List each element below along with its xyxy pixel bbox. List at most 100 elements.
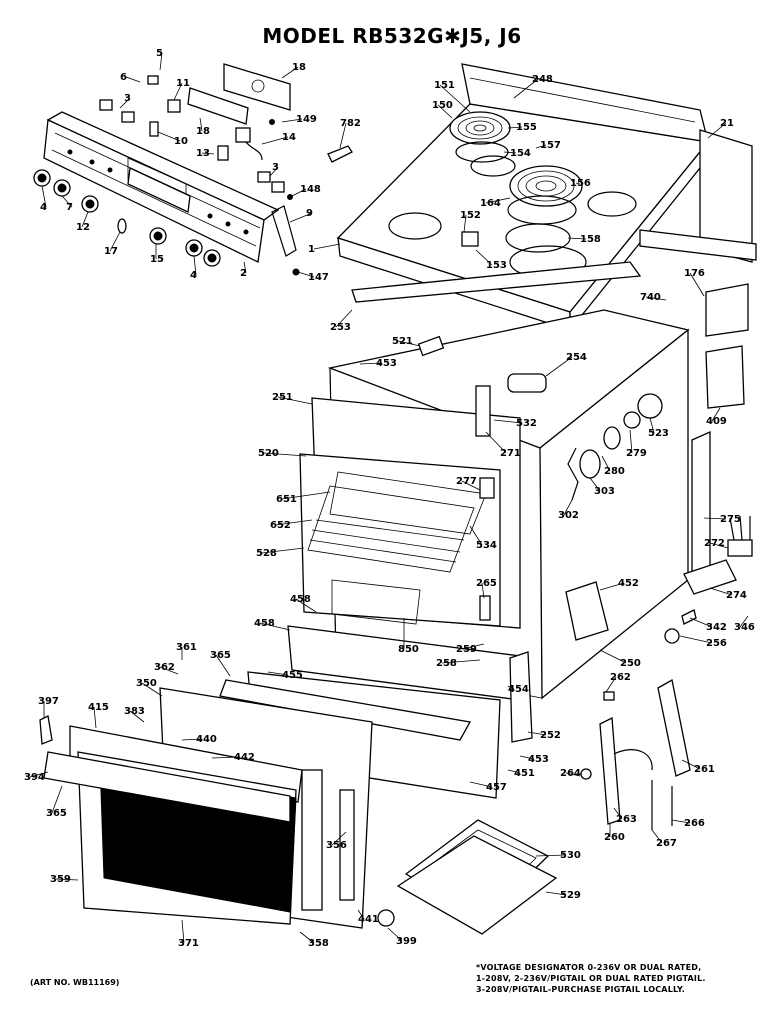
- leader-line: [707, 122, 727, 139]
- part-label-342: 342: [706, 622, 727, 633]
- part-label-740: 740: [640, 292, 661, 303]
- leader-line: [181, 738, 203, 741]
- part-label-452: 452: [618, 578, 639, 589]
- leader-line: [485, 431, 507, 454]
- part-label-18: 18: [292, 62, 306, 73]
- part-label-275: 275: [720, 514, 741, 525]
- part-label-521: 521: [392, 336, 413, 347]
- leader-line: [475, 249, 493, 266]
- part-label-10: 10: [174, 136, 188, 147]
- leader-line: [589, 477, 601, 492]
- part-label-4: 4: [40, 202, 47, 213]
- leader-line: [689, 272, 705, 297]
- leader-line: [493, 419, 523, 424]
- part-label-302: 302: [558, 510, 579, 521]
- leader-line: [545, 891, 567, 896]
- oven-door: [39, 687, 373, 929]
- leader-line: [527, 731, 547, 736]
- part-label-277: 277: [456, 476, 477, 487]
- leader-line: [613, 807, 623, 820]
- part-label-15: 15: [150, 254, 164, 265]
- part-label-274: 274: [726, 590, 747, 601]
- part-label-259: 259: [456, 644, 477, 655]
- part-label-440: 440: [196, 734, 217, 745]
- leader-line: [439, 84, 471, 113]
- part-label-409: 409: [706, 416, 727, 427]
- part-label-253: 253: [330, 322, 351, 333]
- part-label-455: 455: [282, 670, 303, 681]
- leader-line: [81, 211, 89, 228]
- terminal-block-area: [565, 430, 753, 644]
- leader-line: [61, 195, 73, 208]
- leader-line: [243, 261, 247, 274]
- leader-line: [565, 772, 581, 777]
- part-label-415: 415: [88, 702, 109, 713]
- part-label-151: 151: [434, 80, 455, 91]
- part-label-272: 272: [704, 538, 725, 549]
- leader-line: [93, 706, 97, 729]
- art-number: (ART NO. WB11169): [30, 978, 120, 987]
- leader-line: [281, 66, 299, 79]
- part-label-266: 266: [684, 818, 705, 829]
- part-label-365: 365: [46, 808, 67, 819]
- part-label-252: 252: [540, 730, 561, 741]
- leader-line: [129, 710, 145, 723]
- leader-line: [461, 480, 481, 491]
- leader-line: [437, 104, 453, 119]
- part-label-520: 520: [258, 448, 279, 459]
- part-label-453: 453: [376, 358, 397, 369]
- part-label-271: 271: [500, 448, 521, 459]
- part-label-361: 361: [176, 642, 197, 653]
- leader-line: [709, 542, 729, 549]
- leader-line: [709, 587, 733, 596]
- leader-line: [109, 231, 121, 252]
- leader-line: [313, 243, 341, 250]
- leader-line: [481, 582, 485, 599]
- part-label-457: 457: [486, 782, 507, 793]
- leader-line: [535, 854, 567, 857]
- lower-drawer: [219, 625, 533, 799]
- part-label-534: 534: [476, 540, 497, 551]
- leader-line: [469, 781, 493, 788]
- part-label-7: 7: [66, 202, 73, 213]
- leader-line: [387, 927, 403, 942]
- leader-line: [649, 417, 655, 434]
- part-label-5: 5: [156, 48, 163, 59]
- part-label-652: 652: [270, 520, 291, 531]
- cooktop: [336, 63, 710, 332]
- part-label-262: 262: [610, 672, 631, 683]
- leader-line: [567, 237, 587, 240]
- part-label-258: 258: [436, 658, 457, 669]
- part-label-150: 150: [432, 100, 453, 111]
- part-label-6: 6: [120, 72, 127, 83]
- leader-line: [645, 296, 667, 301]
- leader-line: [281, 491, 331, 500]
- part-label-362: 362: [154, 662, 175, 673]
- side-panel-right: [639, 129, 757, 409]
- leader-line: [55, 878, 79, 881]
- part-label-532: 532: [516, 418, 537, 429]
- switches-and-clips: [99, 63, 353, 276]
- leader-line: [193, 255, 197, 276]
- part-label-3: 3: [272, 162, 279, 173]
- part-label-254: 254: [566, 352, 587, 363]
- leader-line: [157, 131, 181, 142]
- leader-line: [339, 122, 347, 149]
- leader-line: [519, 755, 535, 760]
- part-label-250: 250: [620, 658, 641, 669]
- part-label-2: 2: [240, 268, 247, 279]
- part-label-3: 3: [124, 93, 131, 104]
- part-label-147: 147: [308, 272, 329, 283]
- leader-line: [159, 52, 163, 71]
- part-label-454: 454: [508, 684, 529, 695]
- leader-line: [507, 685, 515, 690]
- leader-line: [535, 144, 547, 149]
- part-label-371: 371: [178, 938, 199, 949]
- part-label-12: 12: [76, 222, 90, 233]
- part-label-267: 267: [656, 838, 677, 849]
- part-label-523: 523: [648, 428, 669, 439]
- part-label-451: 451: [514, 768, 535, 779]
- part-label-148: 148: [300, 184, 321, 195]
- leader-line: [141, 682, 163, 697]
